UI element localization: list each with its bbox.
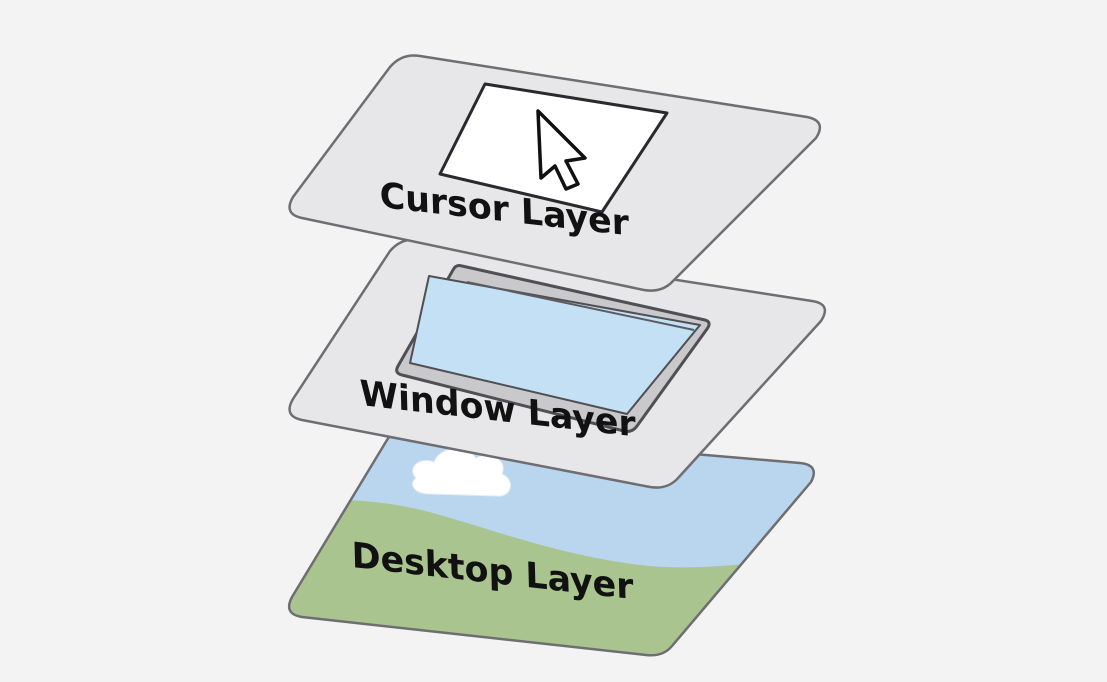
window-layer: Window Layer	[288, 238, 827, 489]
mouse-pointer-arrow-icon	[536, 109, 587, 191]
window-titlebar-line	[466, 281, 695, 331]
app-window-icon	[395, 264, 711, 433]
cursor-layer: Cursor Layer	[288, 54, 822, 292]
cloud-icon	[412, 448, 511, 497]
window-content-border	[409, 275, 701, 415]
